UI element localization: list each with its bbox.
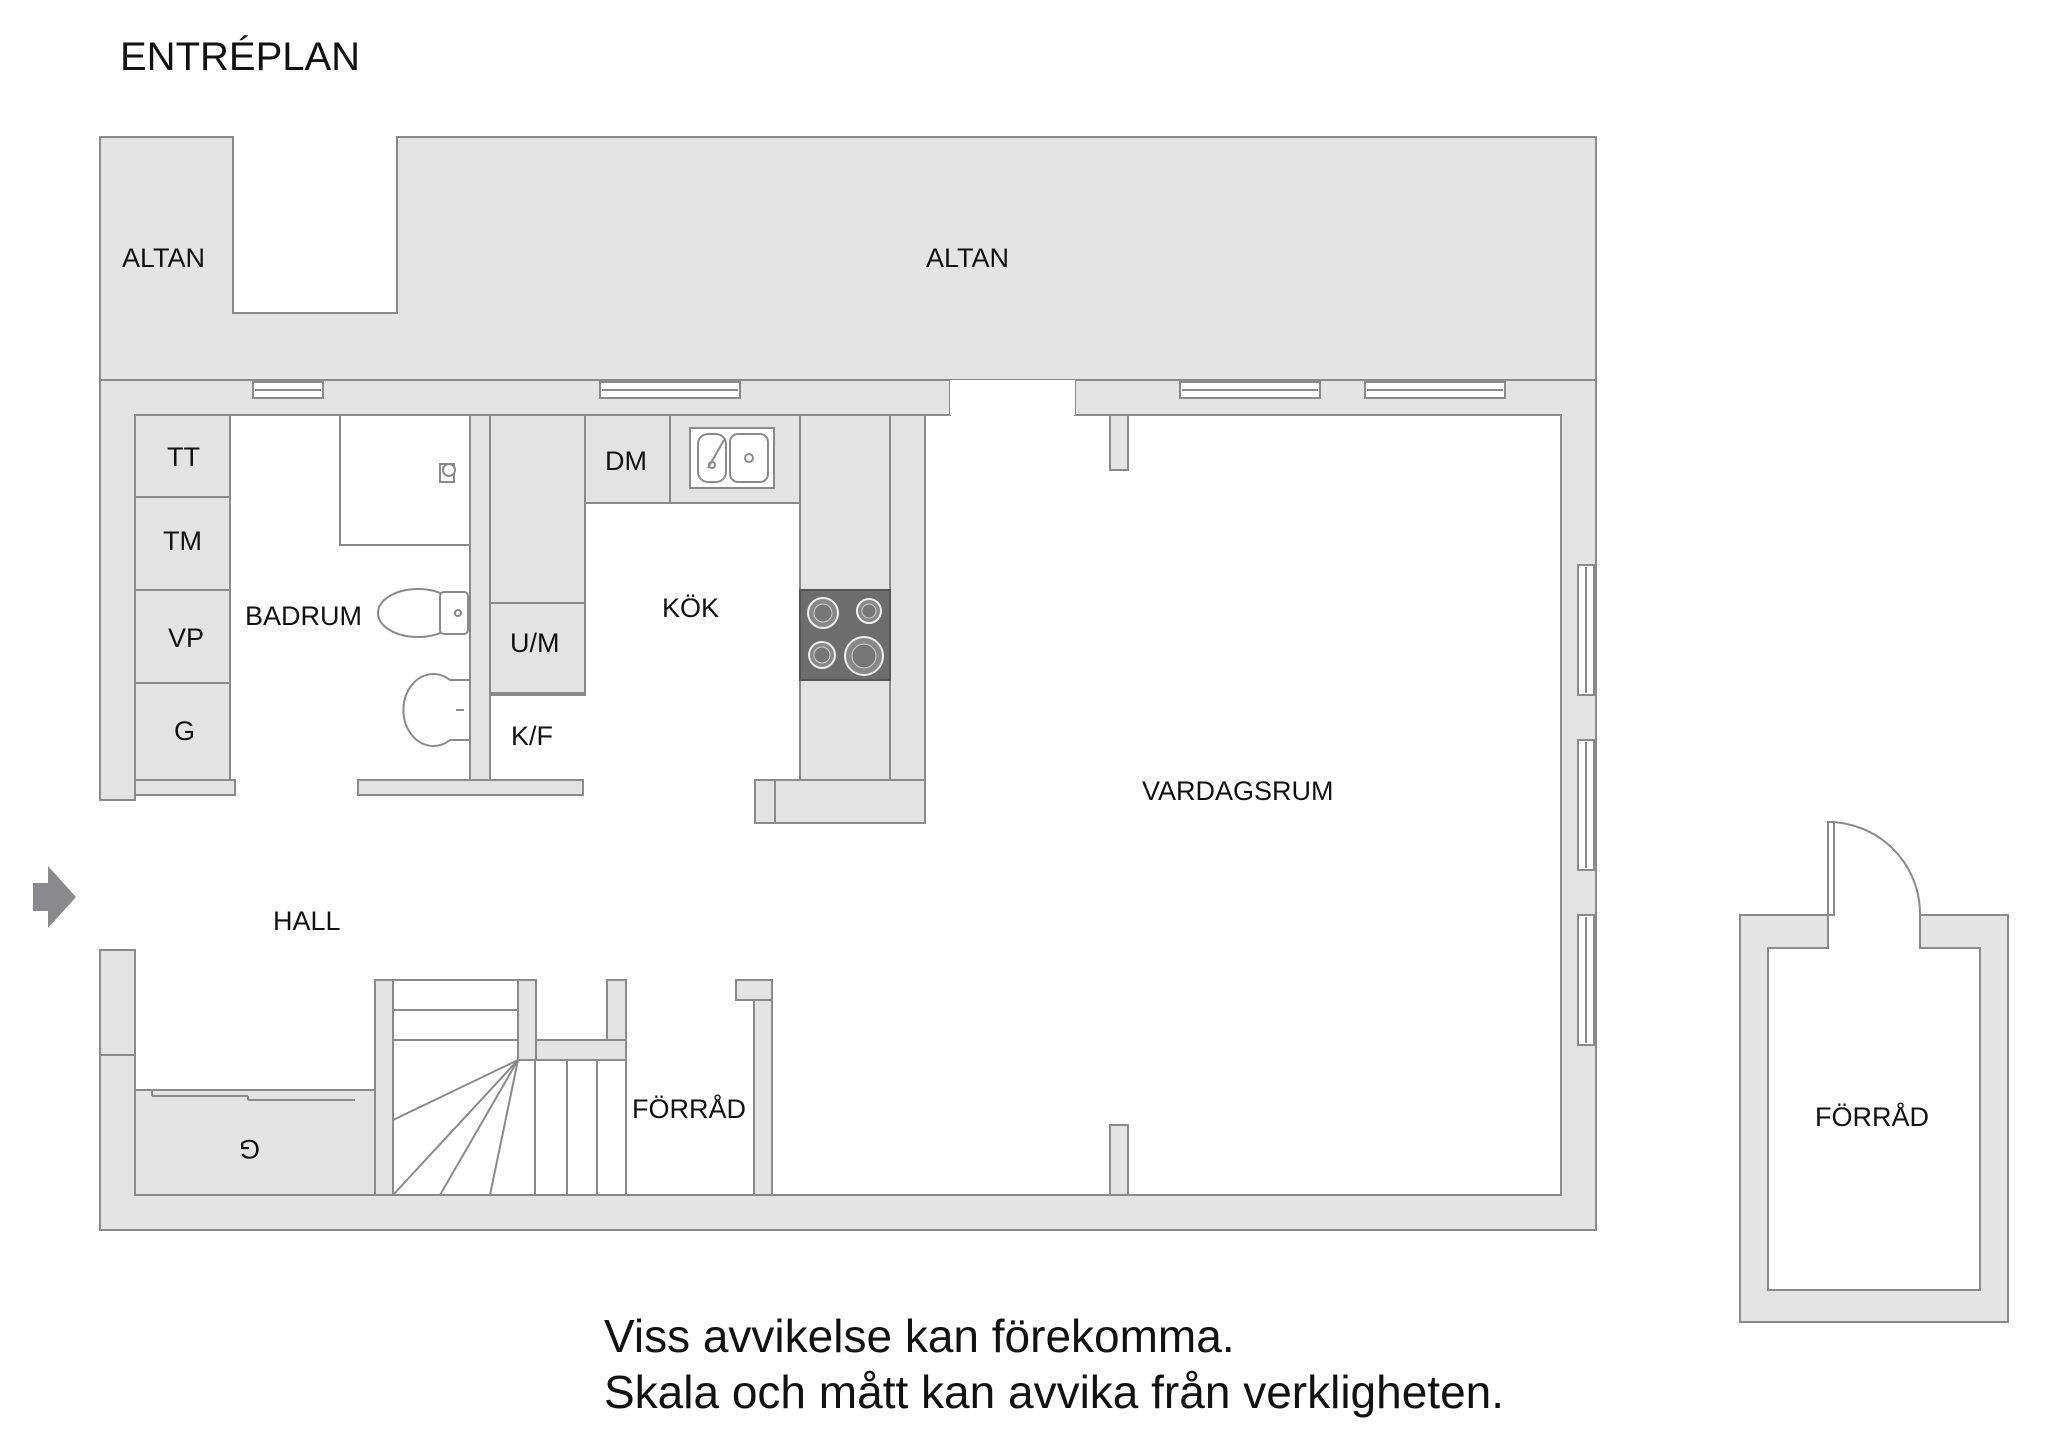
disclaimer-line-1: Viss avvikelse kan förekomma. [604, 1310, 1235, 1362]
room-label-altan-left: ALTAN [122, 243, 205, 273]
fixture-label-vp: VP [168, 623, 204, 653]
washbasin-icon [402, 673, 471, 747]
toilet-icon [377, 588, 469, 638]
entrance-arrow-icon [33, 866, 76, 928]
interior-walls [99, 414, 1129, 1196]
room-label-hall: HALL [273, 906, 341, 936]
room-label-altan-main: ALTAN [926, 243, 1009, 273]
room-label-kok: KÖK [662, 593, 719, 623]
hall-wardrobe [151, 1090, 355, 1101]
fixture-label-tm: TM [163, 526, 202, 556]
fixture-label-tt: TT [167, 442, 200, 472]
fixture-label-um: U/M [510, 628, 560, 658]
windows-right [1577, 564, 1595, 1046]
altan-area [99, 136, 1597, 381]
disclaimer-line-2: Skala och mått kan avvika från verklighe… [604, 1366, 1504, 1418]
room-label-vardagsrum: VARDAGSRUM [1142, 776, 1334, 806]
staircase [392, 979, 627, 1196]
fixture-label-dm: DM [605, 446, 647, 476]
fixture-label-g-hall: G [239, 1134, 260, 1164]
shower-enclosure [339, 415, 470, 546]
sink-icon [689, 427, 775, 489]
outbuilding-walls [1739, 914, 2009, 1323]
fixture-label-g: G [174, 716, 195, 746]
floor-title: ENTRÉPLAN [120, 34, 360, 79]
shower-head-icon [439, 463, 456, 483]
fixture-label-kf: K/F [511, 721, 553, 751]
room-label-badrum: BADRUM [245, 601, 362, 631]
room-label-forrad-outer: FÖRRÅD [1815, 1101, 1929, 1132]
stove-icon [799, 589, 891, 681]
room-label-forrad-inner: FÖRRÅD [632, 1093, 746, 1124]
windows-top [252, 381, 1506, 399]
outbuilding-door [1827, 821, 1922, 916]
